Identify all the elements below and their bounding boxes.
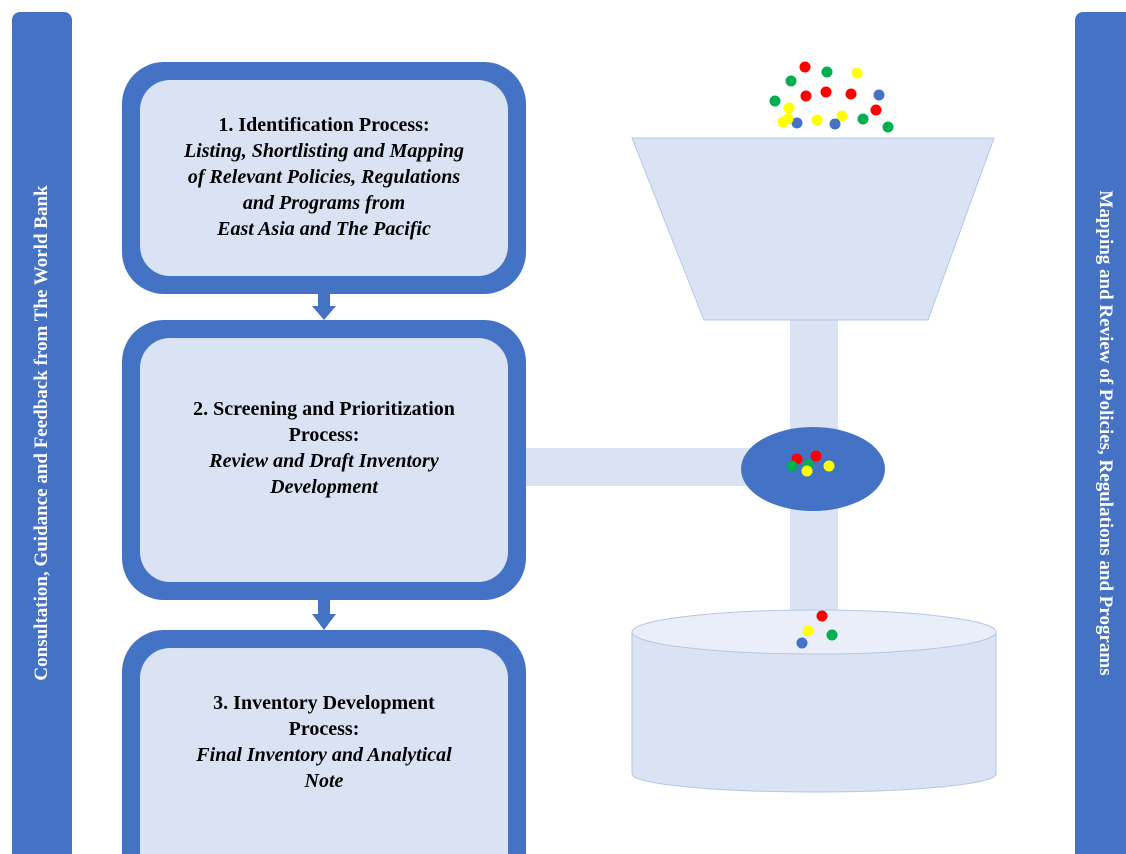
step-2-content: 2. Screening and Prioritization Process:…: [140, 338, 508, 582]
step-3-content: 3. Inventory Development Process: Final …: [140, 648, 508, 854]
red-dot: [799, 61, 811, 73]
step-3-title-line: 3. Inventory Development: [213, 692, 435, 714]
green-dot: [857, 113, 869, 125]
step-2-subtitle-line: Review and Draft Inventory: [209, 450, 439, 472]
yellow-dot: [801, 465, 813, 477]
cylinder-dots: [796, 610, 838, 649]
green-dot: [826, 629, 838, 641]
step-2-subtitle-line: Development: [270, 476, 378, 498]
yellow-dot: [851, 67, 863, 79]
green-dot: [769, 95, 781, 107]
red-dot: [810, 450, 822, 462]
yellow-dot: [783, 102, 795, 114]
step-1-subtitle-line: and Programs from: [242, 192, 406, 214]
green-dot: [785, 75, 797, 87]
blue-dot: [791, 117, 803, 129]
arrow-2-to-3: [312, 596, 336, 630]
blue-dot: [829, 118, 841, 130]
funnel: [631, 137, 995, 321]
step-2-title-line: Process:: [288, 424, 360, 446]
yellow-dot: [823, 460, 835, 472]
left-banner: Consultation, Guidance and Feedback from…: [12, 12, 72, 854]
red-dot: [816, 610, 828, 622]
step-1-title: 1. Identification Process:: [218, 114, 430, 136]
step-1-subtitle-line: of Relevant Policies, Regulations: [187, 166, 461, 188]
step-2-box: 2. Screening and Prioritization Process:…: [122, 320, 526, 600]
blue-dot: [796, 637, 808, 649]
step-1-subtitle-line: East Asia and The Pacific: [217, 218, 431, 240]
step-1-content: 1. Identification Process: Listing, Shor…: [140, 80, 508, 276]
funnel-top-dots: [769, 61, 894, 133]
step-3-box: 3. Inventory Development Process: Final …: [122, 630, 526, 854]
horizontal-pipe: [500, 448, 780, 486]
filter-node: [741, 427, 885, 511]
red-dot: [845, 88, 857, 100]
green-dot: [786, 460, 798, 472]
green-dot: [821, 66, 833, 78]
storage-cylinder: [631, 609, 997, 793]
step-1-subtitle-line: Listing, Shortlisting and Mapping: [183, 140, 465, 162]
filter-dots: [786, 450, 835, 477]
yellow-dot: [836, 110, 848, 122]
yellow-dot: [782, 113, 794, 125]
step-1-box: 1. Identification Process: Listing, Shor…: [122, 62, 526, 294]
yellow-dot: [811, 114, 823, 126]
step-3-subtitle-line: Final Inventory and Analytical: [196, 744, 452, 766]
green-dot: [882, 121, 894, 133]
step-3-subtitle-line: Note: [304, 770, 344, 792]
step-3-title-line: Process:: [288, 718, 360, 740]
blue-dot: [873, 89, 885, 101]
red-dot: [800, 90, 812, 102]
red-dot: [870, 104, 882, 116]
yellow-dot: [802, 625, 814, 637]
step-2-title-line: 2. Screening and Prioritization: [193, 398, 455, 420]
right-banner: Mapping and Review of Policies, Regulati…: [1075, 12, 1126, 854]
red-dot: [820, 86, 832, 98]
